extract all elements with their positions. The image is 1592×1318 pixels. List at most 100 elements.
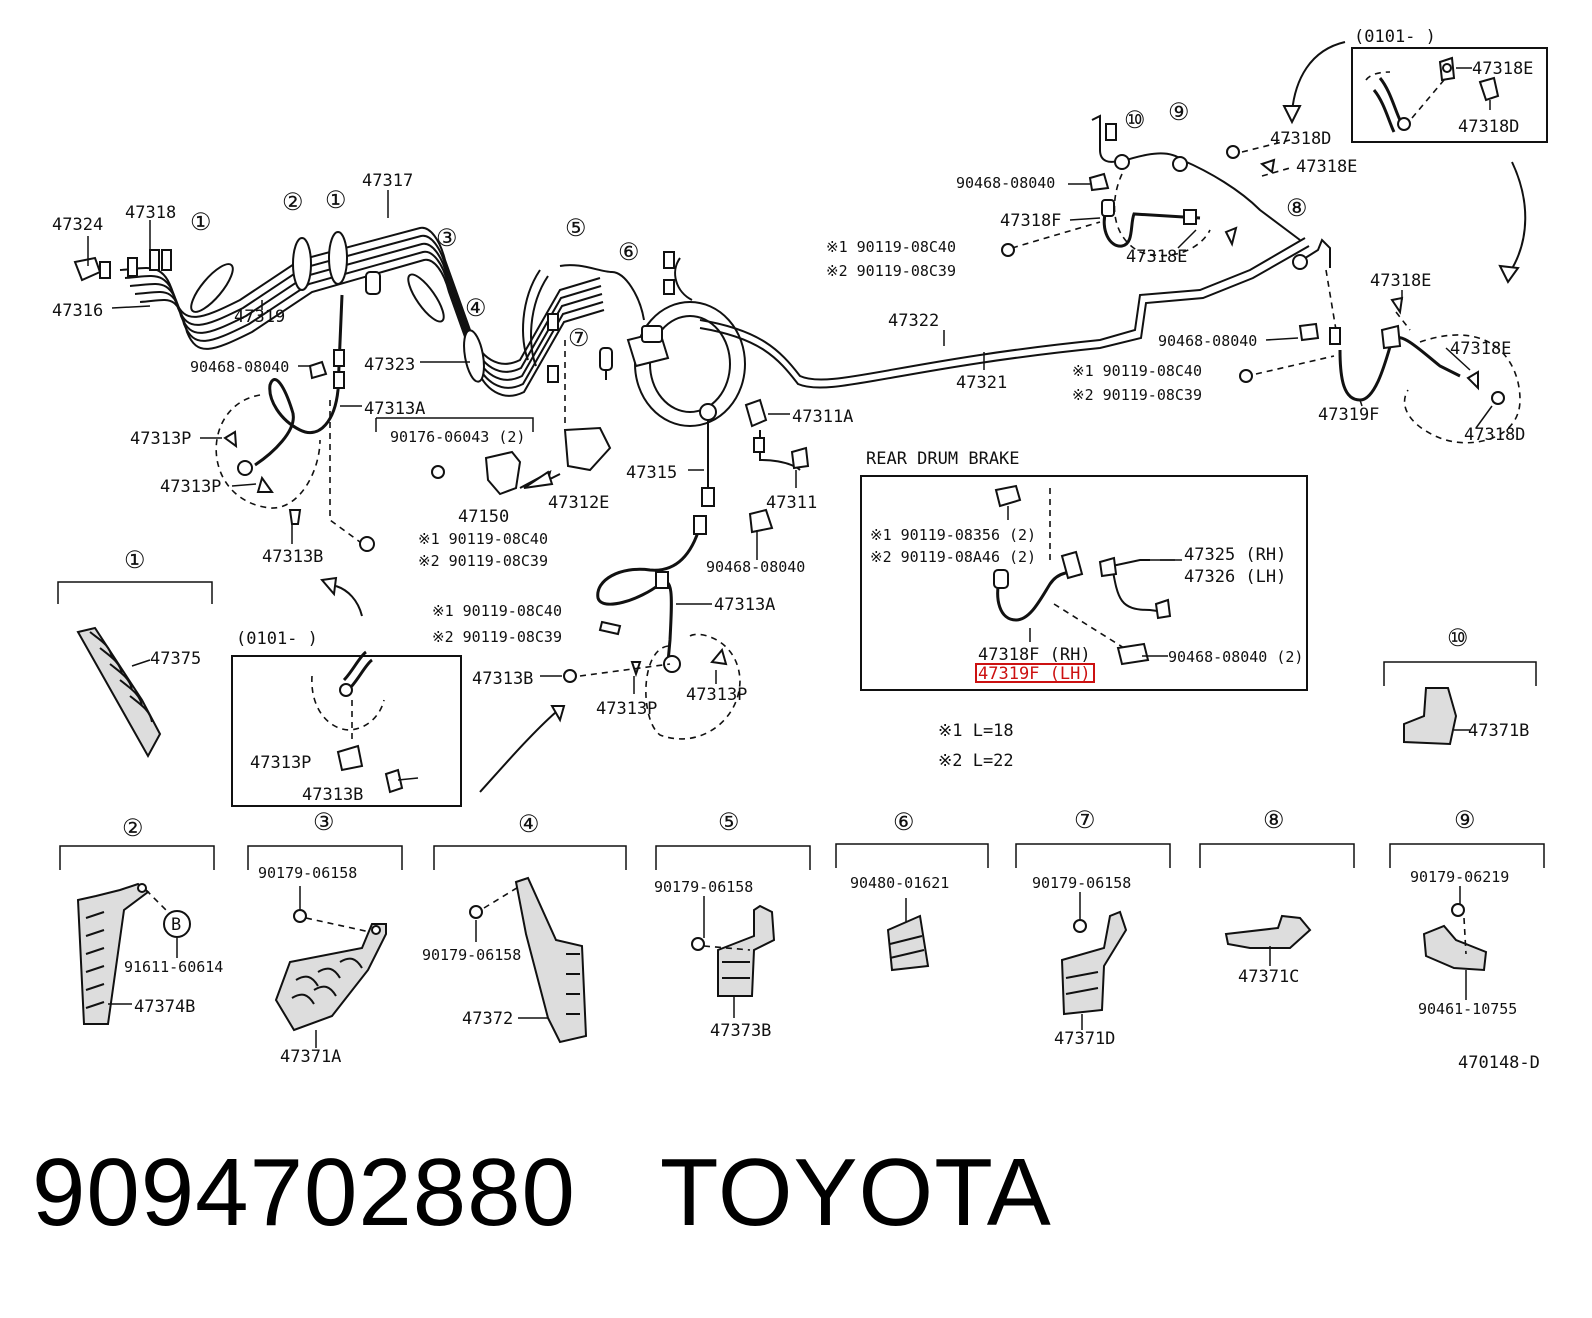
label-47318D-b: 47318D	[1464, 425, 1525, 445]
note-l18: ※1 L=18	[938, 721, 1014, 741]
label-47315: 47315	[626, 463, 677, 483]
front-right-flex-hose	[563, 515, 741, 740]
label-c3-nut: 90179-06158	[258, 864, 357, 882]
label-47371B: 47371B	[1468, 721, 1529, 741]
callout-6-a: ⑥	[618, 238, 640, 266]
label-47318E-c: 47318E	[1370, 271, 1431, 291]
label-47313B-lower: 47313B	[472, 669, 533, 689]
circled-callouts: ① ② ① ③ ④ ⑤ ⑥ ⑦ ⑩ ⑨ ⑧ ① ② ③ ④ ⑤ ⑥ ⑦ ⑧ ⑨ …	[122, 98, 1476, 842]
label-47318F-upper: 47318F	[1000, 211, 1061, 231]
label-c5-nut: 90179-06158	[654, 878, 753, 896]
note-l22: ※2 L=22	[938, 751, 1014, 771]
label-47318E-b: 47318E	[1296, 157, 1357, 177]
label-47325: 47325 (RH)	[1184, 545, 1286, 565]
label-47371C: 47371C	[1238, 967, 1299, 987]
detail-brackets	[57, 581, 1545, 1048]
label-47313A-upper: 47313A	[364, 399, 425, 419]
label-rear-clip: 90468-08040 (2)	[1168, 648, 1303, 666]
tube-bundle	[73, 226, 605, 397]
callout-8-a: ⑧	[1286, 194, 1308, 222]
label-inset-47318D: 47318D	[1458, 117, 1519, 137]
callout-7-a: ⑦	[568, 324, 590, 352]
label-47150: 47150	[458, 507, 509, 527]
label-clip-90468-a: 90468-08040	[190, 358, 289, 376]
label-47372: 47372	[462, 1009, 513, 1029]
callout-arrows	[320, 41, 1527, 793]
label-inset-date-left: (0101- )	[236, 629, 318, 649]
label-91611: 91611-60614	[124, 958, 223, 976]
callout-9-a: ⑨	[1168, 98, 1190, 126]
leader-lines	[87, 67, 1493, 694]
label-clip-90468-d: 90468-08040	[1158, 332, 1257, 350]
label-inset-47318E: 47318E	[1472, 59, 1533, 79]
proportioning-valve	[375, 269, 612, 496]
label-s2-a: ※2 90119-08C39	[418, 552, 548, 570]
label-inset-47313P: 47313P	[250, 753, 311, 773]
label-47318D-a: 47318D	[1270, 129, 1331, 149]
front-left-flex-hose	[215, 294, 375, 552]
label-b-letter: B	[171, 915, 181, 935]
callout-8-detail: ⑧	[1263, 806, 1285, 834]
label-s2-c: ※2 90119-08C39	[826, 262, 956, 280]
label-47319F-lh-highlighted: 47319F (LH)	[978, 664, 1091, 684]
callout-5-a: ⑤	[565, 214, 587, 242]
label-bolt-90176: 90176-06043 (2)	[390, 428, 525, 446]
label-c7-nut: 90179-06158	[1032, 874, 1131, 892]
callout-10-a: ⑩	[1124, 106, 1146, 134]
label-47311: 47311	[766, 493, 817, 513]
label-47326: 47326 (LH)	[1184, 567, 1286, 587]
callout-3-detail: ③	[313, 808, 335, 836]
brand-name: TOYOTA	[659, 1139, 1052, 1246]
inset-rear-clip	[1351, 47, 1548, 143]
label-c9-bolt: 90461-10755	[1418, 1000, 1517, 1018]
label-rear-s2: ※2 90119-08A46 (2)	[870, 548, 1036, 566]
callout-7-detail: ⑦	[1074, 806, 1096, 834]
label-47316: 47316	[52, 301, 103, 321]
callout-1-a: ①	[190, 208, 212, 236]
label-47374B: 47374B	[134, 997, 195, 1017]
callout-2-a: ②	[282, 188, 304, 216]
label-47313P-b: 47313P	[160, 477, 221, 497]
label-inset-47313B: 47313B	[302, 785, 363, 805]
label-c4-nut: 90179-06158	[422, 946, 521, 964]
label-47375: 47375	[150, 649, 201, 669]
callout-2-detail: ②	[122, 814, 144, 842]
label-47371A: 47371A	[280, 1047, 341, 1067]
label-47318E-a: 47318E	[1126, 247, 1187, 267]
label-47313P-d: 47313P	[686, 685, 747, 705]
label-47313P-c: 47313P	[596, 699, 657, 719]
label-47371D: 47371D	[1054, 1029, 1115, 1049]
callout-1-b: ①	[325, 186, 347, 214]
part-number: 9094702880	[32, 1139, 576, 1246]
rear-upper-bracket	[1001, 114, 1301, 257]
label-47321: 47321	[956, 373, 1007, 393]
rear-right-flex-hose	[1239, 238, 1521, 444]
diagram-code: 470148-D	[1458, 1053, 1540, 1073]
inset-front-clip	[231, 650, 462, 807]
label-47318E-d: 47318E	[1450, 339, 1511, 359]
label-47319: 47319	[234, 307, 285, 327]
label-47318-left: 47318	[125, 203, 176, 223]
label-47312E: 47312E	[548, 493, 609, 513]
callout-4-a: ④	[465, 294, 487, 322]
label-s2-b: ※2 90119-08C39	[432, 628, 562, 646]
label-s1-b: ※1 90119-08C40	[432, 602, 562, 620]
label-47311A: 47311A	[792, 407, 853, 427]
label-c9-nut: 90179-06219	[1410, 868, 1509, 886]
label-47324: 47324	[52, 215, 103, 235]
callout-1-detail: ①	[124, 546, 146, 574]
label-c6-clip: 90480-01621	[850, 874, 949, 892]
callout-4-detail: ④	[518, 810, 540, 838]
label-s1-a: ※1 90119-08C40	[418, 530, 548, 548]
label-47323: 47323	[364, 355, 415, 375]
callout-10-detail: ⑩	[1447, 624, 1469, 652]
rear-drum-brake-title: REAR DRUM BRAKE	[866, 449, 1020, 469]
label-47317: 47317	[362, 171, 413, 191]
label-s1-c: ※1 90119-08C40	[826, 238, 956, 256]
label-clip-90468-c: 90468-08040	[956, 174, 1055, 192]
label-47373B: 47373B	[710, 1021, 771, 1041]
rear-drum-brake-box	[860, 475, 1308, 691]
rear-brake-tube	[699, 237, 1310, 560]
callout-5-detail: ⑤	[718, 808, 740, 836]
